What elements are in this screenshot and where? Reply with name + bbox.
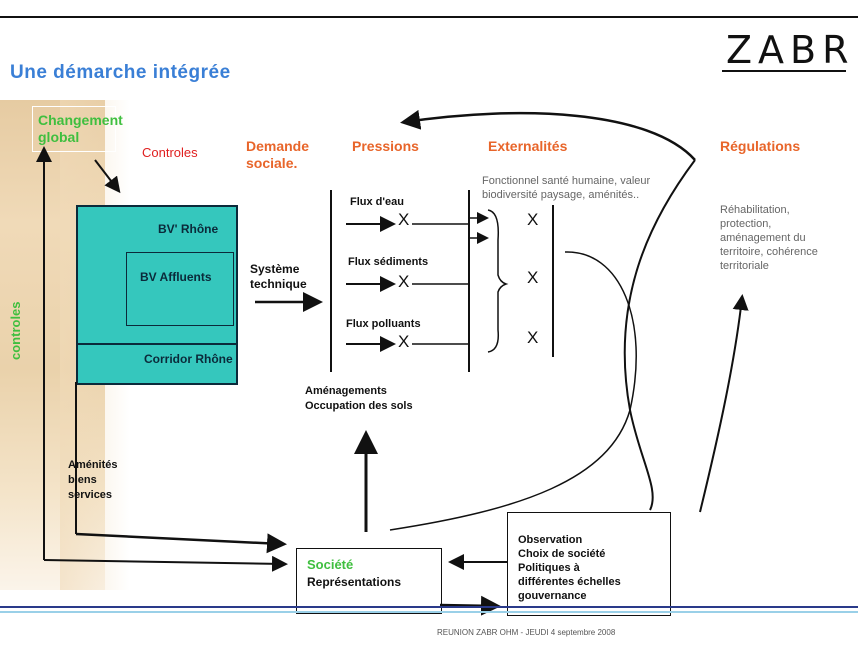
header-regulations: Régulations [720, 138, 801, 154]
changement-global-label: Changement global [38, 112, 123, 145]
curve-regulations-to-pressions [400, 109, 696, 161]
corridor-separator [76, 343, 236, 345]
arrow-global-to-bv [94, 159, 121, 194]
x-mark: X [527, 328, 539, 347]
systeme-technique-label: Système technique [250, 262, 307, 291]
bottom-rule-light [0, 611, 858, 613]
header-externalites: Externalités [488, 138, 568, 154]
bottom-rule-dark [0, 606, 858, 608]
corridor-rhone-label: Corridor Rhône [144, 352, 233, 366]
header-pressions: Pressions [352, 138, 419, 154]
footer-text: REUNION ZABR OHM - JEUDI 4 septembre 200… [437, 628, 616, 637]
flux-eau-label: Flux d'eau [350, 196, 404, 208]
x-mark: X [398, 210, 410, 229]
arrow-left-to-societe [43, 555, 288, 572]
observation-text: Observation Choix de société Politiques … [518, 534, 621, 602]
externalites-description: Fonctionnel santé humaine, valeur biodiv… [482, 175, 651, 201]
x-mark: X [398, 272, 410, 291]
slide-title: Une démarche intégrée [10, 62, 231, 83]
x-mark: X [527, 210, 539, 229]
controles-label: Controles [142, 145, 198, 160]
header-demande-sociale: Demande sociale. [246, 138, 310, 171]
bv-rhone-label: BV' Rhône [158, 222, 219, 236]
bv-affluents-box [126, 252, 234, 326]
brace-bracket [487, 209, 509, 353]
curve-regulations-to-observation [623, 159, 696, 511]
bv-affluents-label: BV Affluents [140, 270, 212, 284]
logo-underline [722, 70, 846, 72]
amenagements-label: Aménagements Occupation des sols [305, 385, 413, 412]
flux-sediments-label: Flux sédiments [348, 256, 429, 268]
pressions-right-bar [468, 190, 470, 372]
arrow-bv-to-societe [75, 532, 287, 554]
zabr-logo: ZABR [726, 28, 855, 72]
externalites-right-bar [552, 205, 554, 357]
top-rule [0, 16, 858, 18]
observation-box: Observation Choix de société Politiques … [507, 512, 671, 616]
arrow-societe-to-observation [439, 595, 501, 616]
changement-global-frame [32, 106, 116, 152]
x-mark: X [398, 332, 410, 351]
arrow-observation-to-regulations [699, 294, 749, 513]
curve-ext-to-societe [389, 251, 637, 531]
pressions-left-bar [330, 190, 332, 372]
societe-title: Société [307, 557, 354, 572]
regulations-description: Réhabilitation, protection, aménagement … [720, 204, 818, 272]
bv-rhone-box [76, 205, 238, 385]
x-mark: X [527, 268, 539, 287]
societe-box: Société Représentations [296, 548, 442, 614]
flux-polluants-label: Flux polluants [346, 318, 421, 330]
societe-representations: Représentations [307, 575, 402, 589]
